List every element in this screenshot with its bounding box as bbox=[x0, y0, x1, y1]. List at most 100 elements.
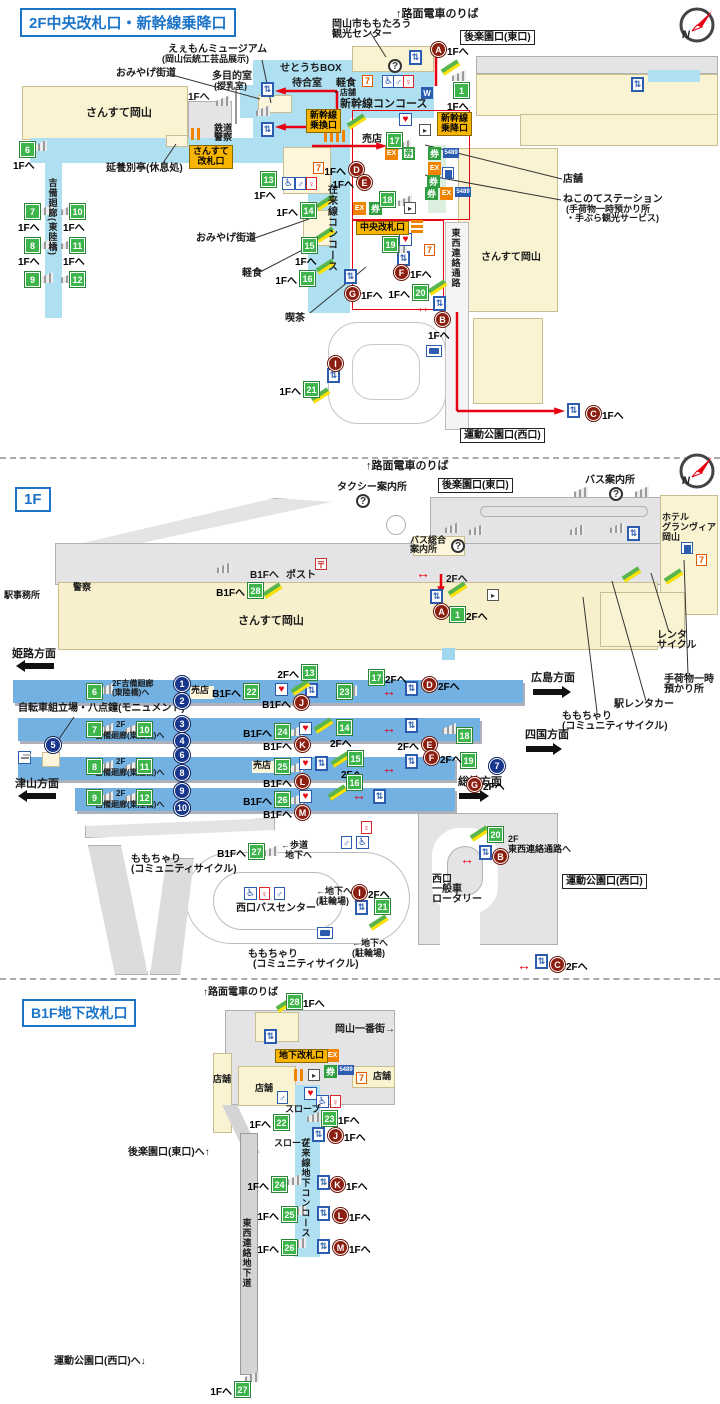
map-label: ←地下へ bbox=[316, 886, 353, 896]
marker-green-25: 25 bbox=[282, 1207, 297, 1222]
escalator-ramp bbox=[290, 678, 310, 696]
stairs-icon bbox=[292, 1204, 306, 1215]
stairs-icon bbox=[452, 70, 466, 81]
escalator-icon bbox=[290, 678, 310, 696]
marker-letter-F: F bbox=[424, 750, 439, 765]
compass-icon: N bbox=[679, 453, 715, 489]
arrow-head bbox=[18, 790, 27, 802]
map-shape bbox=[440, 900, 480, 945]
stairs-icon bbox=[39, 272, 53, 283]
marker-letter-J: J bbox=[294, 695, 309, 710]
marker-destination-label: 1Fへ bbox=[257, 1212, 279, 1223]
marker-letter-I: I bbox=[352, 885, 367, 900]
marker-green-6: 6 bbox=[20, 142, 35, 157]
male-toilet-icon: ♂ bbox=[277, 1091, 288, 1104]
red-double-arrow-icon: ↔ bbox=[416, 299, 430, 315]
aed-icon: ♥ bbox=[399, 113, 412, 126]
marker-letter-G: G bbox=[345, 286, 360, 301]
marker-green-1: 1 bbox=[454, 83, 469, 98]
map-label: さんすて岡山 bbox=[238, 615, 304, 627]
wheelchair-icon: ♿ bbox=[282, 177, 295, 190]
marker-letter-E: E bbox=[357, 175, 372, 190]
map-shape bbox=[255, 1012, 299, 1042]
map-label: 鉄道 bbox=[214, 123, 233, 133]
direction-arrow bbox=[526, 743, 562, 755]
marker-green-11: 11 bbox=[70, 238, 85, 253]
stairs-icon bbox=[445, 522, 459, 533]
map-label: 姫路方面 bbox=[12, 648, 56, 660]
stairs-icon bbox=[256, 105, 270, 116]
marker-letter-A: A bbox=[431, 42, 446, 57]
convenience-store-icon: 7 bbox=[313, 162, 324, 174]
wheelchair-icon: ♿ bbox=[244, 887, 257, 900]
svg-text:N: N bbox=[682, 475, 691, 487]
exit-label: 後楽園口(東口) bbox=[460, 30, 535, 45]
marker-letter-C: C bbox=[586, 406, 601, 421]
elevator-icon: ⇅ bbox=[535, 954, 548, 969]
marker-destination-label: B1Fへ bbox=[212, 689, 241, 700]
bus-icon bbox=[426, 345, 442, 357]
marker-green-21: 21 bbox=[304, 382, 319, 397]
convenience-store-icon: 7 bbox=[362, 75, 373, 87]
bag-glyph bbox=[444, 170, 452, 178]
direction-arrow bbox=[459, 790, 489, 802]
marker-destination-label: 1Fへ bbox=[63, 223, 85, 234]
section-separator bbox=[0, 978, 720, 980]
map-label: 吉備廻廊(東陸橋) bbox=[47, 178, 58, 256]
marker-destination-label: 1Fへ bbox=[410, 270, 432, 281]
transfer-gate-icon: 券 bbox=[402, 147, 415, 160]
map-label: ←地下へ bbox=[352, 938, 389, 948]
map-label: (東陸橋)へ bbox=[112, 688, 150, 697]
ticket-machine-icon: 券 bbox=[427, 175, 440, 188]
marker-destination-label: 1Fへ bbox=[344, 1133, 366, 1144]
map-label: バス総合 bbox=[410, 535, 447, 545]
female-toilet-icon: ♀ bbox=[361, 821, 372, 834]
arrow-head bbox=[553, 743, 562, 755]
marker-destination-label: B1Fへ bbox=[263, 810, 292, 821]
stairs-icon bbox=[217, 562, 231, 573]
map-label: ↑路面電車のりば bbox=[366, 460, 449, 472]
marker-platform-10: 10 bbox=[174, 800, 190, 816]
map-shape bbox=[252, 761, 277, 773]
elevator-icon: ⇅ bbox=[261, 82, 274, 97]
arrow-head bbox=[562, 686, 571, 698]
map-label: 警察 bbox=[73, 582, 92, 592]
convenience-store-icon: 7 bbox=[356, 1072, 367, 1084]
elevator-icon: ⇅ bbox=[627, 526, 640, 541]
ex-ticket-machine-icon: EX bbox=[326, 1049, 339, 1062]
elevator-icon: ⇅ bbox=[315, 756, 328, 771]
exit-label: 運動公園口(西口) bbox=[562, 874, 647, 889]
gate-bar bbox=[411, 220, 423, 223]
map-label: 岡山一番街→ bbox=[335, 1024, 395, 1035]
map-label: (岡山伝統工芸品展示) bbox=[162, 54, 249, 64]
map-shape bbox=[188, 101, 232, 141]
marker-destination-label: B1Fへ bbox=[263, 779, 292, 790]
stairs-icon bbox=[61, 272, 75, 283]
marker-green-13: 13 bbox=[302, 665, 317, 680]
exit-label: 後楽園口(東口) bbox=[438, 478, 513, 493]
direction-arrow bbox=[16, 660, 54, 672]
escalator-ramp bbox=[313, 716, 333, 734]
ticket-gate-icon bbox=[294, 1069, 303, 1081]
map-shape bbox=[520, 114, 718, 146]
stairs-icon bbox=[216, 95, 230, 106]
marker-letter-D: D bbox=[422, 677, 437, 692]
gate-label: 地下改札口 bbox=[275, 1049, 329, 1063]
elevator-icon: ⇅ bbox=[479, 845, 492, 860]
arrow-shaft bbox=[526, 746, 554, 752]
map-label: 売店 bbox=[191, 685, 210, 695]
stairs-icon bbox=[99, 683, 113, 694]
marker-destination-label: B1Fへ bbox=[217, 849, 246, 860]
elevator-icon: ⇅ bbox=[344, 269, 357, 284]
arrow-head bbox=[480, 790, 489, 802]
bus-glyph bbox=[429, 348, 439, 354]
map-label: サイクル bbox=[657, 640, 697, 651]
gate-bar bbox=[411, 225, 423, 228]
map-shape bbox=[386, 515, 406, 535]
convenience-store-icon: 7 bbox=[424, 244, 435, 256]
map-label: えぇもんミュージアム bbox=[168, 44, 268, 55]
map-label: 店舗 bbox=[213, 1074, 232, 1084]
stairs-icon bbox=[289, 725, 303, 736]
stairs-icon bbox=[33, 140, 47, 151]
tel-5489-icon: 5489 bbox=[338, 1065, 354, 1075]
